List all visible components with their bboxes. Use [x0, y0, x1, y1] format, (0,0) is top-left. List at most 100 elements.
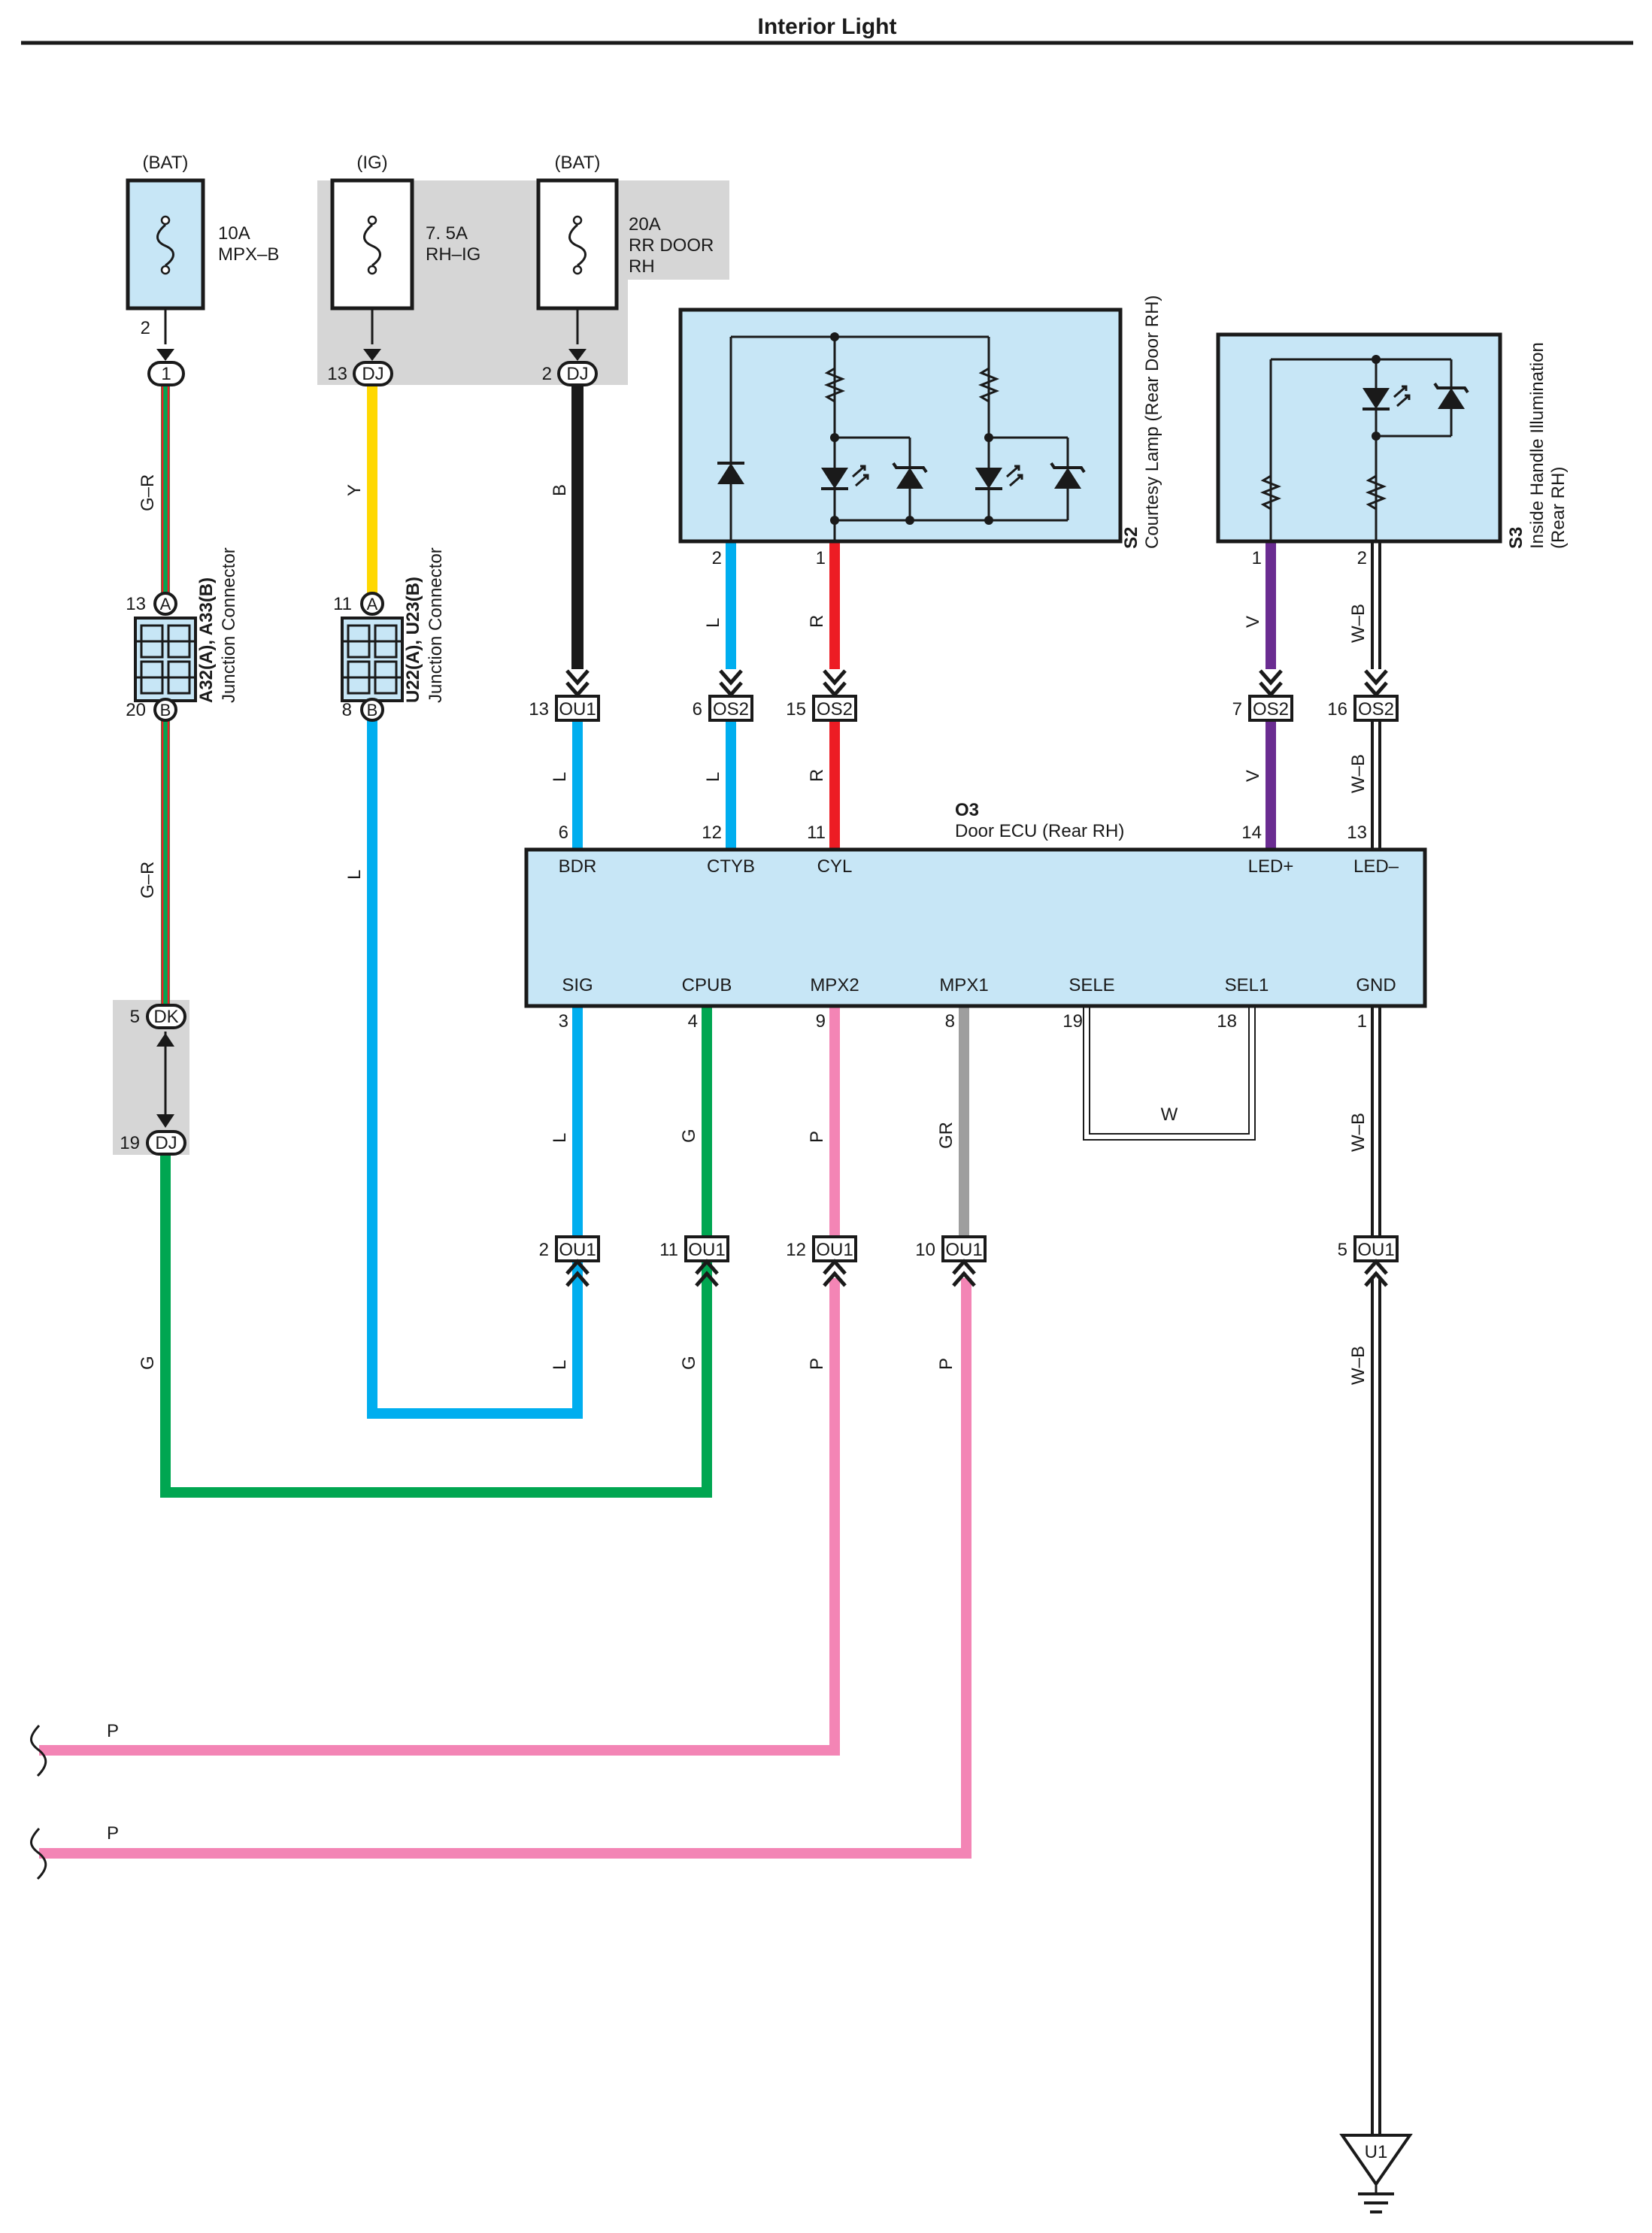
svg-text:(BAT): (BAT)	[555, 153, 601, 173]
svg-text:G: G	[679, 1356, 699, 1370]
svg-text:S3: S3	[1506, 527, 1526, 549]
svg-text:MPX2: MPX2	[810, 975, 859, 995]
fuse-20a-rr-door-rh: (BAT) 20A RR DOOR RH	[536, 153, 714, 344]
connector-os2-16: OS2 16	[1327, 671, 1399, 722]
svg-text:P: P	[807, 1358, 827, 1370]
svg-text:OU1: OU1	[688, 1240, 725, 1260]
svg-text:11: 11	[807, 823, 826, 843]
svg-text:10A: 10A	[218, 223, 250, 244]
svg-text:2: 2	[539, 1240, 549, 1260]
svg-text:OS2: OS2	[1253, 699, 1289, 720]
svg-text:20A: 20A	[629, 214, 661, 235]
svg-text:OS2: OS2	[817, 699, 853, 720]
svg-text:B: B	[367, 701, 378, 720]
svg-text:11: 11	[659, 1240, 678, 1260]
svg-text:A: A	[160, 595, 171, 614]
connector-os2-7: OS2 7	[1232, 671, 1293, 722]
wire-p-long-2	[39, 1278, 971, 1859]
inside-handle-illumination-s3: 1 2 S3 Inside Handle Illumination (Rear …	[1216, 332, 1569, 568]
svg-text:(BAT): (BAT)	[143, 153, 189, 173]
svg-text:20: 20	[126, 700, 146, 720]
svg-text:L: L	[703, 618, 723, 628]
svg-text:BDR: BDR	[559, 856, 597, 877]
svg-text:R: R	[807, 615, 827, 628]
svg-text:A32(A), A33(B): A32(A), A33(B)	[196, 577, 217, 703]
connector-dk-5: DK 5	[130, 1004, 186, 1047]
svg-text:CYL: CYL	[817, 856, 853, 877]
courtesy-lamp-s2: 2 1 S2 Courtesy Lamp (Rear Door RH)	[678, 295, 1162, 568]
svg-text:CTYB: CTYB	[707, 856, 755, 877]
svg-text:R: R	[807, 769, 827, 782]
svg-text:SELE: SELE	[1068, 975, 1114, 995]
svg-text:RH: RH	[629, 256, 655, 277]
svg-text:2: 2	[141, 318, 150, 338]
svg-text:P: P	[107, 1721, 119, 1741]
page-title: Interior Light	[758, 14, 897, 39]
svg-text:V: V	[1243, 616, 1263, 628]
svg-text:6: 6	[693, 699, 702, 720]
svg-text:Junction Connector: Junction Connector	[219, 547, 239, 703]
svg-text:Door ECU (Rear RH): Door ECU (Rear RH)	[955, 821, 1124, 841]
wire-g-r-upper	[161, 385, 170, 598]
svg-text:9: 9	[816, 1011, 826, 1032]
svg-text:Junction Connector: Junction Connector	[426, 547, 446, 703]
svg-text:8: 8	[945, 1011, 955, 1032]
connector-dj-13: DJ 13	[327, 361, 393, 386]
svg-text:SEL1: SEL1	[1225, 975, 1269, 995]
connector-dj-2: DJ 2	[542, 361, 598, 386]
plug-arrow-fuse-1	[156, 349, 174, 361]
svg-text:P: P	[107, 1823, 119, 1844]
connector-1: 1	[147, 361, 185, 386]
svg-text:S2: S2	[1121, 527, 1141, 549]
svg-text:RH–IG: RH–IG	[426, 244, 480, 265]
svg-text:MPX1: MPX1	[939, 975, 988, 995]
wire-p-long-1	[39, 1278, 840, 1756]
svg-text:W–B: W–B	[1348, 1346, 1369, 1385]
connector-ou1-5: OU1 5	[1338, 1235, 1399, 1286]
svg-text:P: P	[807, 1131, 827, 1143]
svg-text:10: 10	[915, 1240, 935, 1260]
svg-text:(IG): (IG)	[356, 153, 387, 173]
svg-text:RR DOOR: RR DOOR	[629, 235, 714, 256]
connector-dj-19: DJ 19	[120, 1114, 186, 1156]
svg-text:Inside Handle Illumination: Inside Handle Illumination	[1527, 342, 1547, 549]
svg-text:19: 19	[120, 1133, 140, 1153]
connector-ou1-10: OU1 10	[915, 1235, 987, 1286]
fuse-7-5a-rh-ig: (IG) 7. 5A RH–IG	[330, 153, 480, 344]
svg-text:13: 13	[1347, 823, 1367, 843]
svg-text:DJ: DJ	[155, 1133, 177, 1153]
svg-text:OU1: OU1	[559, 1240, 596, 1260]
svg-text:13: 13	[327, 364, 347, 384]
svg-text:OU1: OU1	[945, 1240, 982, 1260]
svg-text:1: 1	[1252, 548, 1262, 568]
connector-ou1-12: OU1 12	[786, 1235, 857, 1286]
ground-u1: U1	[1339, 2134, 1413, 2213]
svg-text:Y: Y	[344, 484, 365, 496]
connector-os2-6: OS2 6	[693, 671, 753, 722]
svg-text:W–B: W–B	[1348, 754, 1369, 793]
svg-text:B: B	[160, 701, 171, 720]
connector-ou1-13: OU1 13	[529, 671, 600, 722]
svg-text:Courtesy Lamp (Rear Door RH): Courtesy Lamp (Rear Door RH)	[1142, 295, 1162, 549]
svg-text:2: 2	[542, 364, 552, 384]
svg-text:OU1: OU1	[1357, 1240, 1394, 1260]
svg-text:U1: U1	[1365, 2142, 1388, 2162]
door-ecu-o3: O3 Door ECU (Rear RH) 6 BDR 12 CTYB 11 C…	[524, 800, 1427, 1032]
svg-text:GR: GR	[936, 1122, 956, 1149]
svg-text:18: 18	[1217, 1011, 1237, 1032]
svg-text:L: L	[703, 772, 723, 782]
connector-os2-15: OS2 15	[786, 671, 857, 722]
break-mark-1	[30, 1724, 47, 1777]
svg-text:P: P	[936, 1358, 956, 1370]
svg-text:DK: DK	[153, 1007, 178, 1027]
svg-text:6: 6	[559, 823, 568, 843]
svg-text:B: B	[550, 484, 570, 496]
connector-ou1-2: OU1 2	[539, 1235, 600, 1286]
svg-text:LED–: LED–	[1353, 856, 1399, 877]
junction-connector-a32-a33: A 13 B 20 A32(A), A33(B) Junction Connec…	[126, 547, 239, 722]
svg-text:3: 3	[559, 1011, 568, 1032]
svg-text:DJ: DJ	[362, 364, 383, 384]
svg-text:U22(A), U23(B): U22(A), U23(B)	[403, 577, 423, 703]
svg-text:7: 7	[1232, 699, 1242, 720]
break-mark-2	[30, 1827, 47, 1880]
